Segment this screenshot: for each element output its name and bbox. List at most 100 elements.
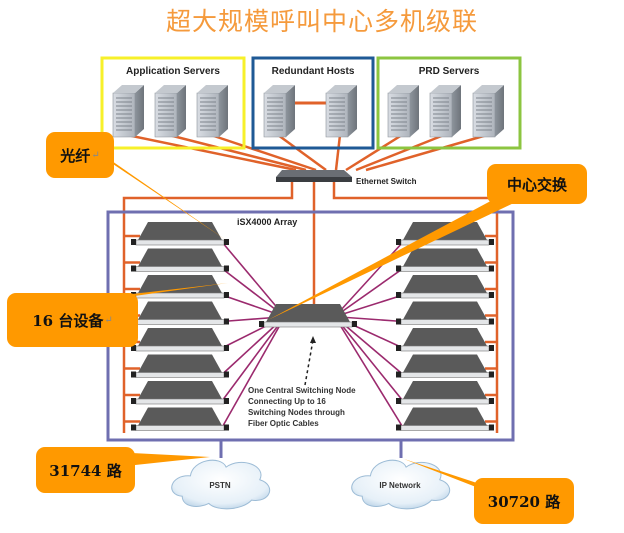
switching-node-left [131,248,229,272]
fiber-cable [339,294,404,316]
server-side [348,85,357,137]
node-bracket [224,265,229,272]
ip-network-label: IP Network [379,481,421,490]
callout-fiber: 光纤↵ [46,132,114,178]
ethernet-switch-label: Ethernet Switch [356,177,417,186]
note-line: Fiber Optic Cables [248,419,319,428]
node-bracket [489,265,494,272]
callout-tail-central-switch [268,196,520,320]
node-front [135,425,225,431]
central-switching-node [259,304,357,328]
group-label-redundant-hosts: Redundant Hosts [271,66,355,77]
fiber-cable [221,267,281,314]
switching-node-right [396,328,494,352]
node-front [400,345,490,352]
server-icon [429,85,461,138]
ip-network-cloud-icon [351,459,451,510]
callout-central-switch: 中心交换 [487,164,587,204]
ethernet-switch-icon [276,177,352,182]
array-label: iSX4000 Array [237,217,298,227]
node-bracket [224,292,229,298]
ethernet-cable [168,133,307,172]
ethernet-cable [210,133,317,172]
note-line: One Central Switching Node [248,386,356,395]
node-bracket [131,265,136,272]
node-front [400,398,490,405]
server-top [388,85,419,93]
callout-text: 16 台设备 [32,311,104,330]
ethernet-cable [365,133,488,172]
callout-device-count: 16 台设备↵ [7,293,138,347]
server-top [197,85,228,93]
node-bracket [396,424,401,431]
node-top [403,407,487,426]
paragraph-mark-icon: ↵ [104,314,113,326]
node-top [138,301,222,320]
node-bracket [131,424,136,431]
callout-tail-fiber [96,150,226,240]
node-front [135,372,225,378]
fiber-cable [221,322,281,402]
callout-pstn-channels: 31744 路 [36,447,135,493]
node-bracket [224,398,229,404]
paragraph-mark-icon: ↵ [91,149,100,161]
fiber-cable [339,316,404,323]
server-icon [387,85,419,138]
node-bracket [489,345,494,351]
node-bracket [224,239,229,245]
fiber-cable [339,324,404,428]
node-bracket [489,318,494,325]
fiber-cable [221,294,281,316]
node-bracket [352,321,357,327]
cloud-shape [171,459,271,510]
node-front [400,292,490,299]
central-node-note: One Central Switching Node Connecting Up… [248,385,356,429]
node-bracket [224,318,229,325]
node-bracket [489,398,494,404]
group-box-1 [100,56,246,150]
node-bracket [396,371,401,378]
node-top [138,381,222,399]
callout-text: 光纤 [60,146,91,165]
callout-ip-channels: 30720 路 [474,478,574,524]
node-bracket [396,239,401,245]
server-side [135,85,144,137]
pstn-label: PSTN [209,481,231,490]
ethernet-switch-top [276,170,352,177]
node-top [403,301,487,320]
node-bracket [131,345,136,351]
node-top [138,222,222,240]
node-bracket [489,292,494,298]
switching-node-right [396,354,494,378]
switching-node-right [396,248,494,272]
node-top [403,381,487,399]
node-top [138,407,222,426]
node-front [135,266,225,272]
server-side [286,85,295,137]
node-bracket [396,318,401,325]
switching-node-left [131,354,229,378]
server-top [326,85,357,93]
node-top [403,248,487,267]
switching-node-right [396,301,494,325]
server-icon [472,85,504,138]
node-front [400,319,490,325]
node-front [263,321,353,328]
callout-tail-ip [404,459,494,494]
server-side [177,85,186,137]
node-front [135,345,225,352]
diagram-title: 超大规模呼叫中心多机级联 [165,7,478,36]
server-side [452,85,461,137]
node-top [403,328,487,346]
server-icon [154,85,186,138]
switching-node-left [131,222,229,246]
node-front [400,425,490,431]
switching-node-right [396,407,494,431]
note-arrow [304,339,314,386]
server-top [264,85,295,93]
node-front [135,319,225,325]
switching-node-left [131,301,229,325]
ethernet-cable [126,133,297,172]
node-bracket [396,265,401,272]
